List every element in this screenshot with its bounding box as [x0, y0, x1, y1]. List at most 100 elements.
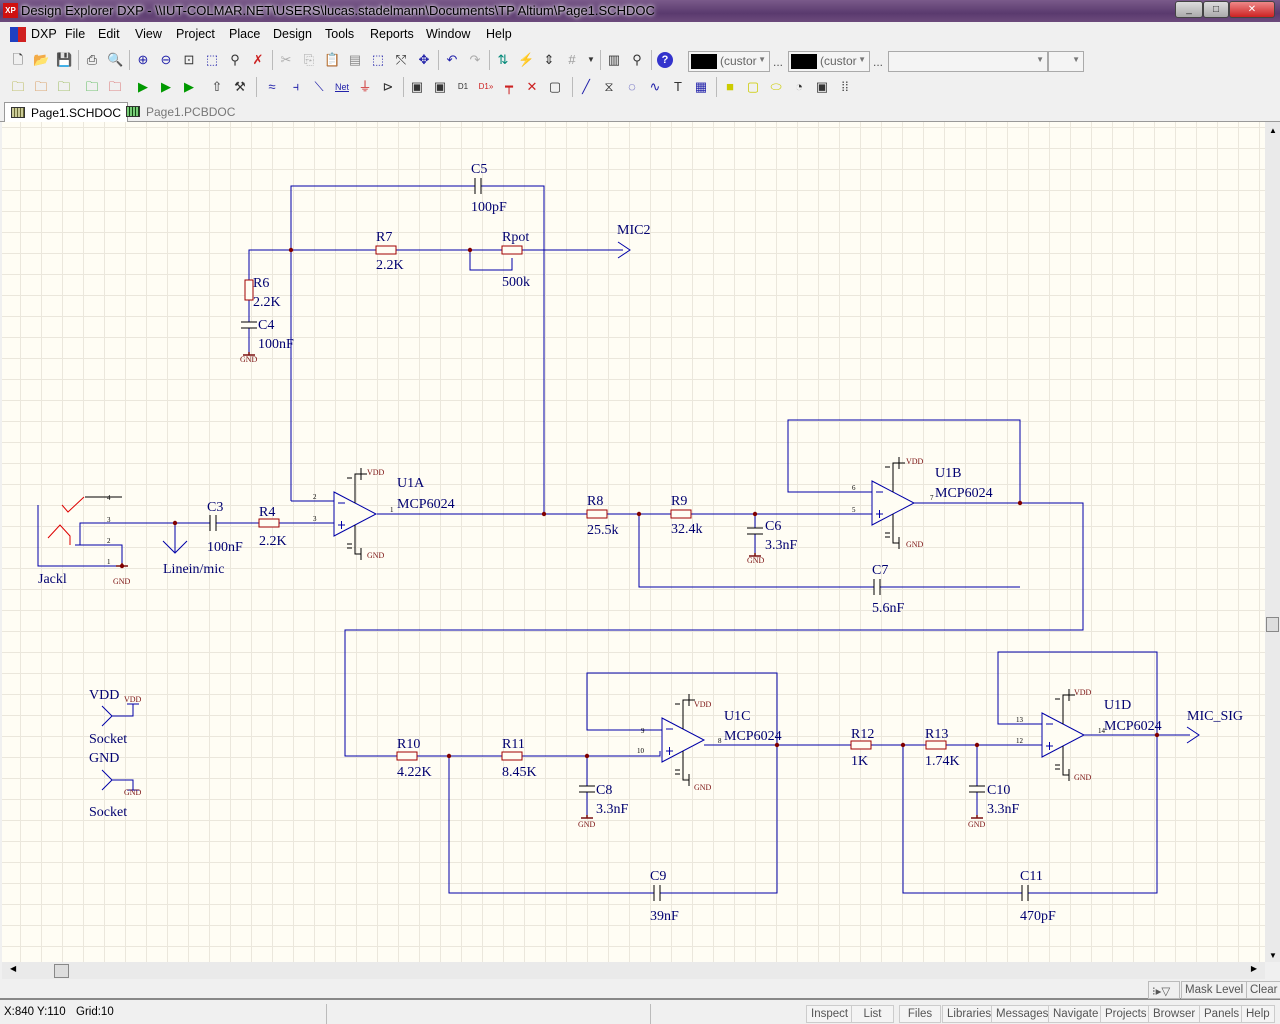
size-combo[interactable]: ▼: [1048, 51, 1084, 72]
align-icon[interactable]: ⇕: [543, 52, 555, 67]
menu-dxp[interactable]: DXP: [31, 27, 57, 41]
port-icon[interactable]: D1: [457, 82, 469, 91]
pcb-layout-icon[interactable]: ▢: [548, 79, 562, 94]
zoom-out-icon[interactable]: ⊖: [160, 52, 172, 67]
close-project-icon[interactable]: 🗀: [108, 79, 122, 94]
menu-reports[interactable]: Reports: [370, 27, 414, 41]
vertical-scrollbar[interactable]: ▲▼: [1265, 122, 1280, 962]
zoom-selected-icon[interactable]: ⚲: [230, 52, 240, 67]
arc-icon[interactable]: ◌: [628, 79, 636, 94]
panel-projects[interactable]: Projects: [1100, 1005, 1152, 1023]
menu-design[interactable]: Design: [273, 27, 312, 41]
menu-place[interactable]: Place: [229, 27, 261, 41]
color-combo-1[interactable]: (custor▼: [688, 51, 770, 72]
tab-page1-schdoc[interactable]: Page1.SCHDOC: [4, 102, 129, 122]
polygon-icon[interactable]: ⧖: [604, 79, 614, 94]
horizontal-scrollbar[interactable]: ◀▶: [2, 962, 1265, 979]
menu-file[interactable]: File: [65, 27, 86, 41]
minimize-button[interactable]: _: [1175, 1, 1203, 18]
ellipse-icon[interactable]: ⬭: [770, 79, 782, 94]
select-area-icon[interactable]: ⬚: [371, 52, 385, 67]
clear-filter-icon[interactable]: ✗: [252, 52, 264, 67]
menu-project[interactable]: Project: [176, 27, 215, 41]
font-combo[interactable]: ▼: [888, 51, 1048, 72]
line-icon[interactable]: ╱: [582, 79, 590, 94]
menu-window[interactable]: Window: [426, 27, 471, 41]
menu-help[interactable]: Help: [486, 27, 512, 41]
rectangle-icon[interactable]: ■: [726, 79, 734, 94]
more-button-1[interactable]: ...: [773, 55, 784, 69]
new-file-icon[interactable]: 🗋: [12, 52, 24, 67]
sheet-symbol-icon[interactable]: ▣: [410, 79, 424, 94]
panel-navigate[interactable]: Navigate: [1048, 1005, 1104, 1023]
redo-icon[interactable]: ↷: [469, 52, 481, 67]
hierarchy-icon[interactable]: ⇅: [497, 52, 509, 67]
pie-icon[interactable]: ◔: [795, 79, 803, 94]
grid-dropdown-icon[interactable]: ▼: [587, 55, 595, 64]
grid-icon[interactable]: #: [568, 52, 576, 67]
vertical-scroll-thumb[interactable]: [1266, 617, 1279, 632]
tab-page1-pcbdoc[interactable]: Page1.PCBDOC: [120, 102, 241, 122]
up-hierarchy-icon[interactable]: ⇧: [211, 79, 223, 94]
panel-libraries[interactable]: Libraries: [942, 1005, 997, 1023]
add-project-icon[interactable]: 🗀: [57, 79, 71, 94]
schematic-canvas[interactable]: C5 100pF R7 2.2K Rpot 500k MIC2 R6 2.2K …: [2, 122, 1265, 962]
horizontal-scroll-thumb[interactable]: [54, 964, 69, 978]
graphic-icon[interactable]: ▣: [815, 79, 829, 94]
bus-entry-icon[interactable]: ⟍: [314, 79, 324, 94]
panel-help[interactable]: Help: [1241, 1005, 1275, 1023]
color-combo-2[interactable]: (custor▼: [788, 51, 870, 72]
deselect-icon[interactable]: ⤲: [395, 52, 407, 67]
round-rect-icon[interactable]: ▢: [746, 79, 760, 94]
menu-edit[interactable]: Edit: [98, 27, 120, 41]
open-project-icon[interactable]: 🗀: [11, 79, 25, 94]
text-icon[interactable]: T: [674, 79, 682, 94]
fit-document-icon[interactable]: ⊡: [183, 52, 195, 67]
menu-view[interactable]: View: [135, 27, 162, 41]
bezier-icon[interactable]: ∿: [649, 79, 661, 94]
save-icon[interactable]: 💾: [56, 52, 73, 67]
filter-icon[interactable]: ⁝▸▽: [1148, 981, 1180, 999]
cross-probe-icon[interactable]: ⚡: [518, 52, 535, 67]
library-icon[interactable]: ▥: [607, 52, 621, 67]
open-icon[interactable]: 📂: [33, 52, 50, 67]
mask-level-button[interactable]: Mask Level: [1181, 981, 1248, 999]
place-bus-icon[interactable]: ⫞: [292, 79, 300, 94]
run-doc-icon[interactable]: ▶: [184, 79, 194, 94]
tools-icon[interactable]: ⚒: [234, 79, 246, 94]
panel-messages[interactable]: Messages: [991, 1005, 1054, 1023]
print-preview-icon[interactable]: 🔍: [107, 52, 124, 67]
panel-inspect[interactable]: Inspect: [806, 1005, 854, 1023]
new-project-icon[interactable]: 🗀: [34, 79, 48, 94]
copy-icon[interactable]: ⎘: [303, 52, 315, 67]
panel-browser[interactable]: Browser: [1148, 1005, 1201, 1023]
browse-library-icon[interactable]: ⚲: [632, 52, 642, 67]
text-frame-icon[interactable]: ▦: [694, 79, 708, 94]
print-icon[interactable]: ⎙: [86, 52, 98, 67]
vcc-port-icon[interactable]: ⊳: [382, 79, 394, 94]
menu-tools[interactable]: Tools: [325, 27, 355, 41]
off-sheet-icon[interactable]: D1»: [478, 82, 494, 91]
cut-icon[interactable]: ✂: [280, 52, 292, 67]
compile-icon[interactable]: 🗀: [85, 79, 99, 94]
panel-panels[interactable]: Panels: [1199, 1005, 1245, 1023]
net-label-icon[interactable]: Net: [334, 82, 349, 92]
run-step-icon[interactable]: ▶: [161, 79, 171, 94]
sheet-entry-icon[interactable]: ▣: [433, 79, 447, 94]
array-icon[interactable]: ⁞⁞: [841, 79, 849, 94]
clear-button[interactable]: Clear: [1246, 981, 1280, 999]
move-icon[interactable]: ✥: [418, 52, 430, 67]
gnd-port-icon[interactable]: ⏚: [358, 79, 372, 94]
no-erc-icon[interactable]: ✕: [526, 79, 538, 94]
rubber-stamp-icon[interactable]: ▤: [348, 52, 362, 67]
maximize-button[interactable]: □: [1203, 1, 1229, 18]
run-icon[interactable]: ▶: [138, 79, 148, 94]
zoom-area-icon[interactable]: ⬚: [205, 52, 219, 67]
undo-icon[interactable]: ↶: [446, 52, 458, 67]
help-icon[interactable]: ?: [657, 52, 673, 68]
junction-icon[interactable]: ┯: [505, 79, 513, 94]
panel-files[interactable]: Files: [899, 1005, 941, 1023]
close-button[interactable]: ✕: [1229, 1, 1275, 18]
panel-list[interactable]: List: [851, 1005, 894, 1023]
place-wire-icon[interactable]: ≈: [268, 79, 276, 94]
